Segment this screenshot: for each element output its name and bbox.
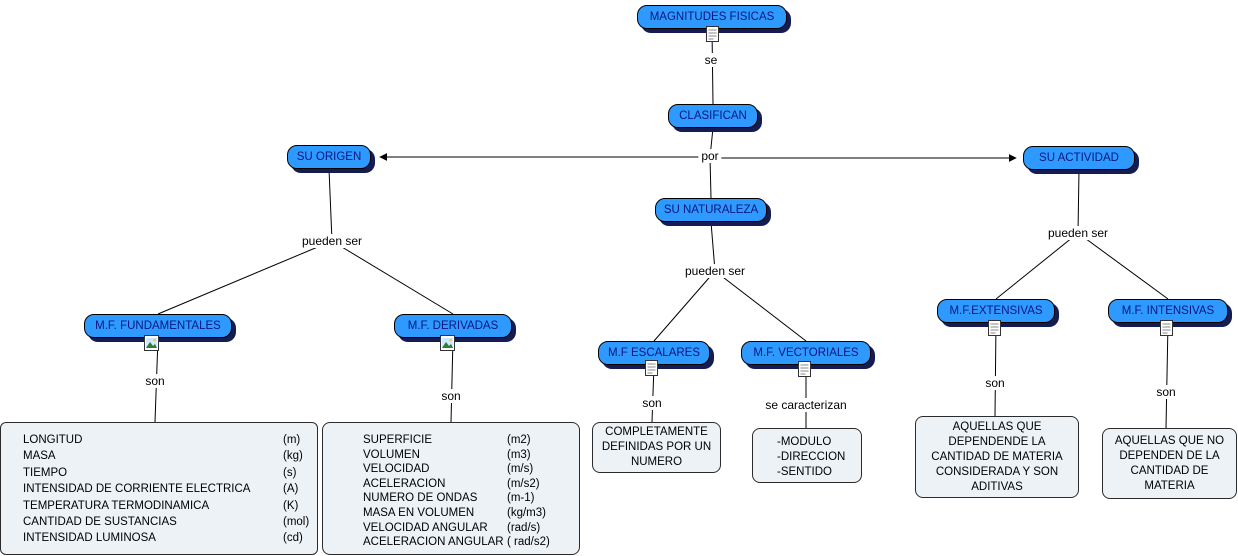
- node-mf-derivadas[interactable]: M.F. DERIVADAS: [394, 314, 512, 338]
- link-se[interactable]: se: [701, 53, 721, 67]
- panel-extensivas-definition[interactable]: AQUELLAS QUE DEPENDENDE LA CANTIDAD DE M…: [915, 416, 1079, 498]
- quantity-unit: (m-1): [507, 492, 535, 505]
- link-son-derivadas[interactable]: son: [438, 389, 464, 403]
- list-item: LONGITUD (m): [23, 432, 311, 448]
- list-item: VOLUMEN (m3): [363, 448, 573, 463]
- quantity-unit: (m2): [507, 434, 531, 446]
- panel-fundamentales-list[interactable]: LONGITUD (m) MASA (kg) TIEMPO (s) INTENSIDA…: [0, 422, 318, 555]
- quantity-name: VELOCIDAD: [363, 463, 430, 476]
- list-item: INTENSIDAD DE CORRIENTE ELECTRICA (A): [23, 481, 311, 497]
- quantity-unit: (m/s): [507, 463, 534, 476]
- node-su-actividad[interactable]: SU ACTIVIDAD: [1023, 146, 1135, 170]
- quantity-unit: ( rad/s2): [507, 536, 550, 549]
- list-item: CANTIDAD DE SUSTANCIAS (mol): [23, 514, 311, 530]
- quantity-unit: (kg/m3): [507, 506, 546, 519]
- list-item: VELOCIDAD ANGULAR (rad/s): [363, 521, 573, 536]
- quantity-name: INTENSIDAD LUMINOSA: [23, 532, 156, 545]
- link-son-fundamentales[interactable]: son: [142, 374, 168, 388]
- link-pueden-ser-naturaleza[interactable]: pueden ser: [681, 264, 749, 278]
- link-son-intensivas[interactable]: son: [1153, 385, 1179, 399]
- list-item: ACELERACION ANGULAR( rad/s2): [363, 535, 573, 550]
- link-pueden-ser-actividad[interactable]: pueden ser: [1044, 226, 1112, 240]
- node-mf-fundamentales[interactable]: M.F. FUNDAMENTALES: [84, 314, 232, 338]
- quantity-name: ACELERACION: [363, 477, 446, 490]
- quantity-name: VOLUMEN: [363, 448, 420, 461]
- document-icon[interactable]: [706, 26, 719, 42]
- quantity-name: CANTIDAD DE SUSTANCIAS: [23, 516, 177, 529]
- list-item: -SENTIDO: [777, 466, 832, 478]
- document-icon[interactable]: [988, 320, 1001, 336]
- quantity-name: ACELERACION ANGULAR: [363, 536, 504, 549]
- quantity-name: TEMPERATURA TERMODINAMICA: [23, 499, 210, 512]
- quantity-unit: (rad/s): [507, 521, 541, 534]
- list-item: TEMPERATURA TERMODINAMICA (K): [23, 498, 311, 514]
- quantity-name: MASA: [23, 450, 56, 463]
- node-magnitudes-fisicas[interactable]: MAGNITUDES FISICAS: [637, 5, 787, 29]
- quantity-name: TIEMPO: [23, 466, 68, 479]
- panel-escalares-definition[interactable]: COMPLETAMENTE DEFINIDAS POR UN NUMERO: [592, 422, 721, 473]
- link-por[interactable]: por: [698, 149, 722, 163]
- quantity-name: SUPERFICIE: [363, 434, 433, 446]
- quantity-name: INTENSIDAD DE CORRIENTE ELECTRICA: [23, 483, 251, 496]
- quantity-name: MASA EN VOLUMEN: [363, 506, 475, 519]
- panel-intensivas-definition[interactable]: AQUELLAS QUE NO DEPENDEN DE LA CANTIDAD …: [1102, 428, 1237, 499]
- link-pueden-ser-origen[interactable]: pueden ser: [298, 234, 366, 248]
- quantity-unit: (m): [283, 434, 301, 446]
- quantity-name: VELOCIDAD ANGULAR: [363, 521, 488, 534]
- list-item: ACELERACION (m/s2): [363, 477, 573, 492]
- quantity-unit: (A): [283, 483, 299, 496]
- list-item: TIEMPO (s): [23, 465, 311, 481]
- document-icon[interactable]: [798, 361, 811, 377]
- list-item: NUMERO DE ONDAS (m-1): [363, 491, 573, 506]
- link-son-extensivas[interactable]: son: [982, 376, 1008, 390]
- list-item: SUPERFICIE (m2): [363, 433, 573, 448]
- list-item: -MODULO: [777, 436, 832, 448]
- quantity-name: NUMERO DE ONDAS: [363, 492, 478, 505]
- link-se-caracterizan[interactable]: se caracterizan: [762, 398, 850, 412]
- list-item: MASA EN VOLUMEN (kg/m3): [363, 506, 573, 521]
- document-icon[interactable]: [645, 360, 658, 376]
- quantity-unit: (s): [283, 466, 297, 479]
- quantity-unit: (K): [283, 499, 299, 512]
- node-su-naturaleza[interactable]: SU NATURALEZA: [655, 198, 767, 222]
- panel-vectoriales-definition[interactable]: -MODULO -DIRECCION -SENTIDO: [752, 428, 862, 483]
- node-clasifican[interactable]: CLASIFICAN: [668, 104, 758, 128]
- link-son-escalares[interactable]: son: [639, 396, 665, 410]
- image-icon[interactable]: [144, 335, 159, 351]
- quantity-unit: (m/s2): [507, 477, 540, 490]
- list-item: VELOCIDAD (m/s): [363, 462, 573, 477]
- image-icon[interactable]: [440, 335, 455, 351]
- quantity-unit: (m3): [507, 448, 531, 461]
- quantity-unit: (kg): [283, 450, 303, 463]
- quantity-unit: (mol): [283, 516, 310, 529]
- list-item: MASA (kg): [23, 448, 311, 464]
- panel-derivadas-list[interactable]: SUPERFICIE (m2) VOLUMEN (m3) VELOCIDAD (m/s…: [322, 422, 580, 555]
- list-item: INTENSIDAD LUMINOSA (cd): [23, 530, 311, 546]
- quantity-name: LONGITUD: [23, 434, 83, 446]
- document-icon[interactable]: [1160, 320, 1173, 336]
- list-item: -DIRECCION: [777, 451, 846, 463]
- quantity-unit: (cd): [283, 532, 303, 545]
- node-su-origen[interactable]: SU ORIGEN: [287, 145, 371, 169]
